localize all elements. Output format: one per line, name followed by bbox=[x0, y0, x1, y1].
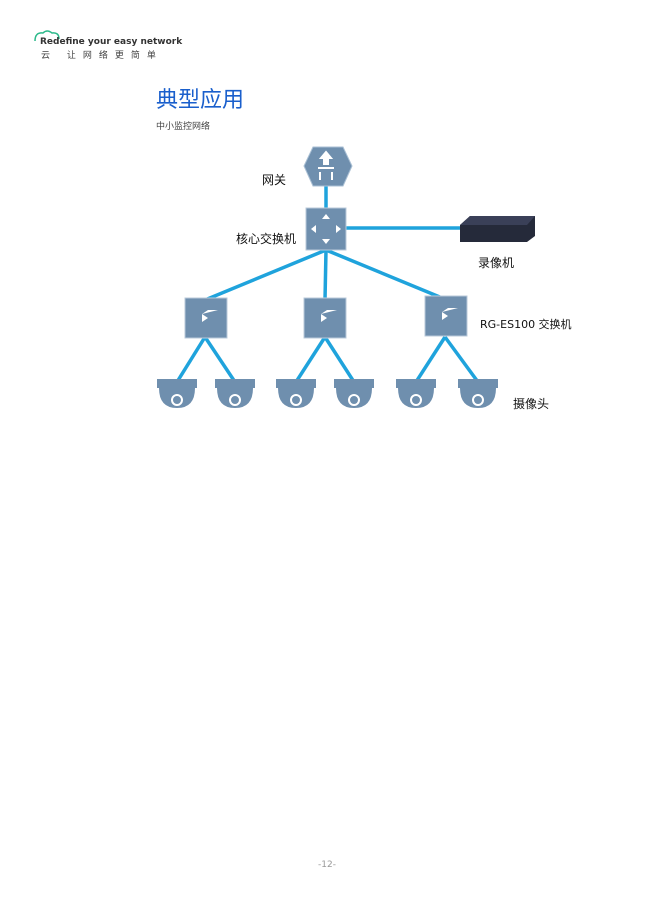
section-subtitle: 中小监控网络 bbox=[156, 122, 211, 132]
link-switch-camera bbox=[443, 335, 480, 384]
camera-icon bbox=[157, 379, 197, 408]
access-switch-icon bbox=[303, 297, 347, 339]
logo-slogan: 云 让网络更简单 bbox=[41, 51, 163, 61]
link-core-switch bbox=[325, 248, 448, 302]
camera-icon bbox=[396, 379, 436, 408]
access-switches bbox=[184, 295, 468, 339]
core-switch-label: 核心交换机 bbox=[236, 232, 297, 246]
camera-icon bbox=[215, 379, 255, 408]
logo-text: Redefine your easy network bbox=[40, 37, 183, 47]
cameras bbox=[157, 379, 498, 408]
cloud-logo-icon bbox=[34, 30, 60, 42]
link-core-switch bbox=[204, 248, 327, 302]
core-switch-icon bbox=[305, 207, 347, 251]
nvr-label: 录像机 bbox=[478, 256, 515, 270]
gateway-icon bbox=[303, 146, 353, 187]
link-switch-camera bbox=[175, 336, 207, 383]
camera-label: 摄像头 bbox=[513, 397, 550, 411]
section-title: 典型应用 bbox=[156, 88, 245, 113]
camera-icon bbox=[334, 379, 374, 408]
page-number: -12- bbox=[318, 860, 336, 870]
link-switch-camera bbox=[294, 336, 327, 383]
access-switch-icon bbox=[424, 295, 468, 337]
nvr-icon bbox=[460, 216, 535, 242]
camera-icon bbox=[276, 379, 316, 408]
link-core-switch bbox=[323, 249, 328, 301]
link-switch-camera bbox=[323, 336, 356, 383]
links bbox=[175, 185, 480, 384]
link-switch-camera bbox=[414, 336, 447, 383]
access-switch-label: RG-ES100 交换机 bbox=[480, 318, 572, 331]
link-switch-camera bbox=[203, 336, 237, 383]
camera-icon bbox=[458, 379, 498, 408]
gateway-label: 网关 bbox=[262, 173, 287, 187]
access-switch-icon bbox=[184, 297, 228, 339]
